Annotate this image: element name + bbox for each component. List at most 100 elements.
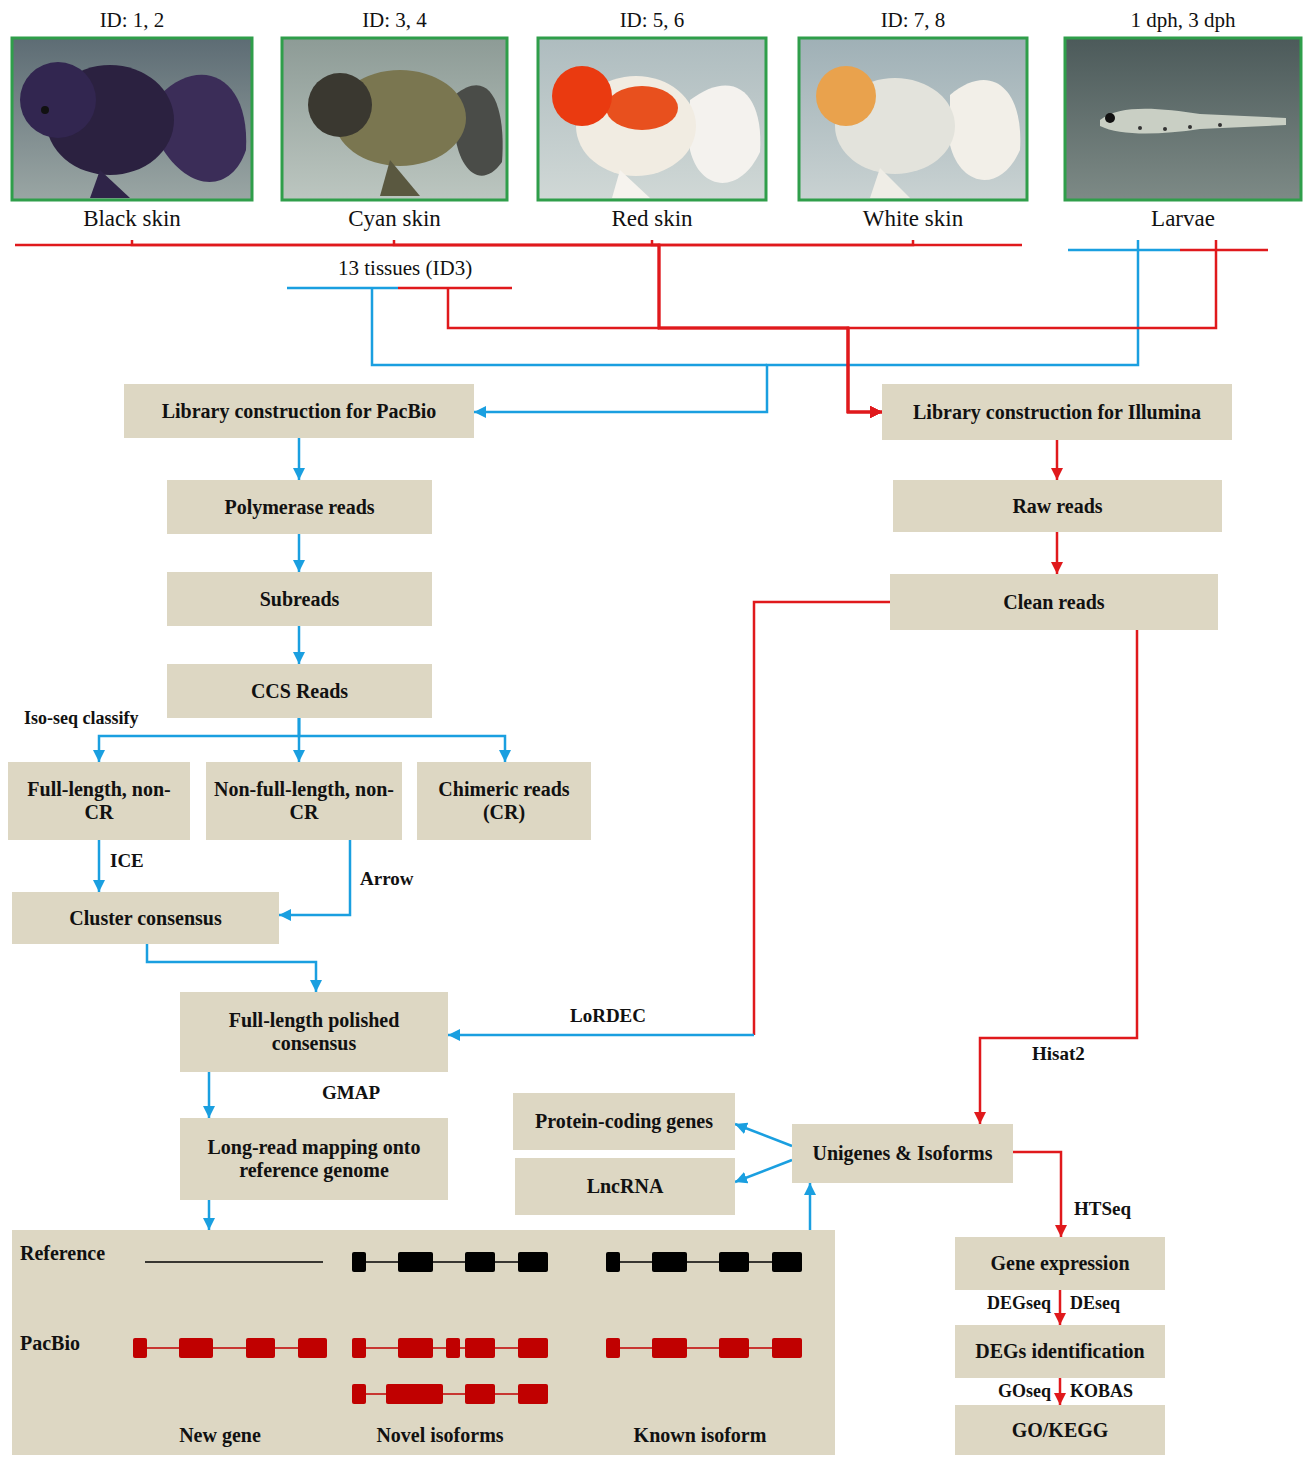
process-box: Clean reads <box>890 574 1218 630</box>
art-shape <box>652 1338 687 1358</box>
photo-panel: ID: 1, 2 Black skin <box>12 2 252 240</box>
flow-connector <box>299 626 300 664</box>
art-shape <box>1218 123 1222 127</box>
red-fish-photo <box>538 38 766 200</box>
art-shape <box>352 1384 366 1404</box>
art-shape <box>1138 126 1142 130</box>
art-shape <box>1180 249 1268 252</box>
box-text: LncRNA <box>587 1175 664 1198</box>
flow-connector <box>1057 532 1058 574</box>
box-text: Protein-coding genes <box>535 1110 713 1133</box>
flow-connector <box>1060 1378 1061 1405</box>
art-shape <box>398 1252 433 1272</box>
flow-connector <box>147 944 316 992</box>
art-shape <box>465 1338 495 1358</box>
connector-line <box>208 1072 211 1118</box>
art-shape <box>179 1338 213 1358</box>
isoform-panel-art <box>12 1230 835 1455</box>
box-text: Long-read mapping onto reference genome <box>186 1136 442 1182</box>
process-box: Non-full-length, non-CR <box>206 762 402 840</box>
connector-line <box>735 1124 792 1146</box>
flow-connector <box>980 630 1137 1124</box>
annotation-label: GOseq <box>996 1381 1053 1401</box>
sample-id: ID: 3, 4 <box>282 8 507 32</box>
box-text: Raw reads <box>1012 495 1102 518</box>
panel-label: New gene <box>179 1424 261 1447</box>
connector-line <box>1013 1152 1061 1237</box>
flow-connector <box>279 840 350 915</box>
photo-panel: ID: 7, 8White skin <box>799 2 1027 240</box>
art-shape <box>606 1338 620 1358</box>
box-text: Clean reads <box>1003 591 1104 614</box>
art-shape <box>1105 113 1115 123</box>
art-shape <box>282 38 507 200</box>
sample-id: ID: 1, 2 <box>12 8 252 32</box>
art-shape <box>719 1252 749 1272</box>
art-shape <box>799 38 1027 200</box>
flow-connector <box>735 1124 792 1146</box>
cyan-fish-photo <box>282 38 507 200</box>
art-shape <box>298 1338 327 1358</box>
art-shape <box>538 38 766 200</box>
annotation-label: Iso-seq classify <box>22 708 141 728</box>
process-box: CCS Reads <box>167 664 432 718</box>
tool-label: ICE <box>108 850 146 872</box>
art-shape <box>282 38 507 200</box>
art-shape <box>41 106 49 114</box>
flow-connector <box>299 438 300 480</box>
process-box: DEGs identification <box>955 1325 1165 1378</box>
box-text: Non-full-length, non-CR <box>212 778 396 824</box>
box-text: Full-length, non-CR <box>14 778 184 824</box>
art-shape <box>1188 125 1192 129</box>
process-box: Raw reads <box>893 480 1222 532</box>
connector-line <box>147 944 316 992</box>
connector-line <box>1056 532 1059 574</box>
process-box: Library construction for PacBio <box>124 384 474 438</box>
art-shape <box>246 1338 275 1358</box>
art-shape <box>518 1338 548 1358</box>
art-shape <box>518 1252 548 1272</box>
annotation-label: 13 tissues (ID3) <box>336 256 474 280</box>
box-text: GO/KEGG <box>1012 1419 1109 1442</box>
color-label: White skin <box>799 206 1027 232</box>
flow-connector <box>99 840 100 892</box>
art-shape <box>308 73 372 137</box>
art-shape <box>386 1384 443 1404</box>
photo-panel: 1 dph, 3 dphLarvae <box>1065 2 1301 240</box>
connector-line <box>1056 440 1059 480</box>
art-shape <box>90 170 130 198</box>
flow-connector <box>810 1183 811 1230</box>
box-text: Gene expression <box>990 1252 1129 1275</box>
color-label: Cyan skin <box>282 206 507 232</box>
annotation-label: DEGseq <box>985 1293 1053 1313</box>
process-box: Library construction for Illumina <box>882 384 1232 440</box>
art-shape <box>606 1252 620 1272</box>
process-box: LncRNA <box>515 1158 735 1215</box>
connector-line <box>279 840 350 915</box>
panel-label: Novel isoforms <box>376 1424 503 1447</box>
color-label: Black skin <box>12 206 252 232</box>
process-box: Protein-coding genes <box>513 1093 735 1150</box>
art-shape <box>1100 109 1286 134</box>
box-text: DEGs identification <box>975 1340 1144 1363</box>
connector-line <box>659 240 913 412</box>
art-shape <box>1163 127 1167 131</box>
box-text: CCS Reads <box>251 680 348 703</box>
process-box: Polymerase reads <box>167 480 432 534</box>
flow-connector <box>299 718 505 762</box>
connector-line <box>754 602 890 1035</box>
sample-wires <box>15 245 1268 365</box>
panel-label: Known isoform <box>634 1424 767 1447</box>
art-shape <box>870 168 910 198</box>
art-shape <box>352 1252 366 1272</box>
connector-line <box>809 1183 812 1230</box>
flow-connector <box>209 1072 210 1118</box>
art-shape <box>145 1261 323 1263</box>
art-shape <box>552 66 612 126</box>
flow-connector <box>1013 1152 1061 1237</box>
box-text: Polymerase reads <box>224 496 374 519</box>
flow-connector <box>1060 1290 1061 1325</box>
tool-label: Hisat2 <box>1030 1043 1087 1065</box>
connector-line <box>1059 1378 1062 1405</box>
